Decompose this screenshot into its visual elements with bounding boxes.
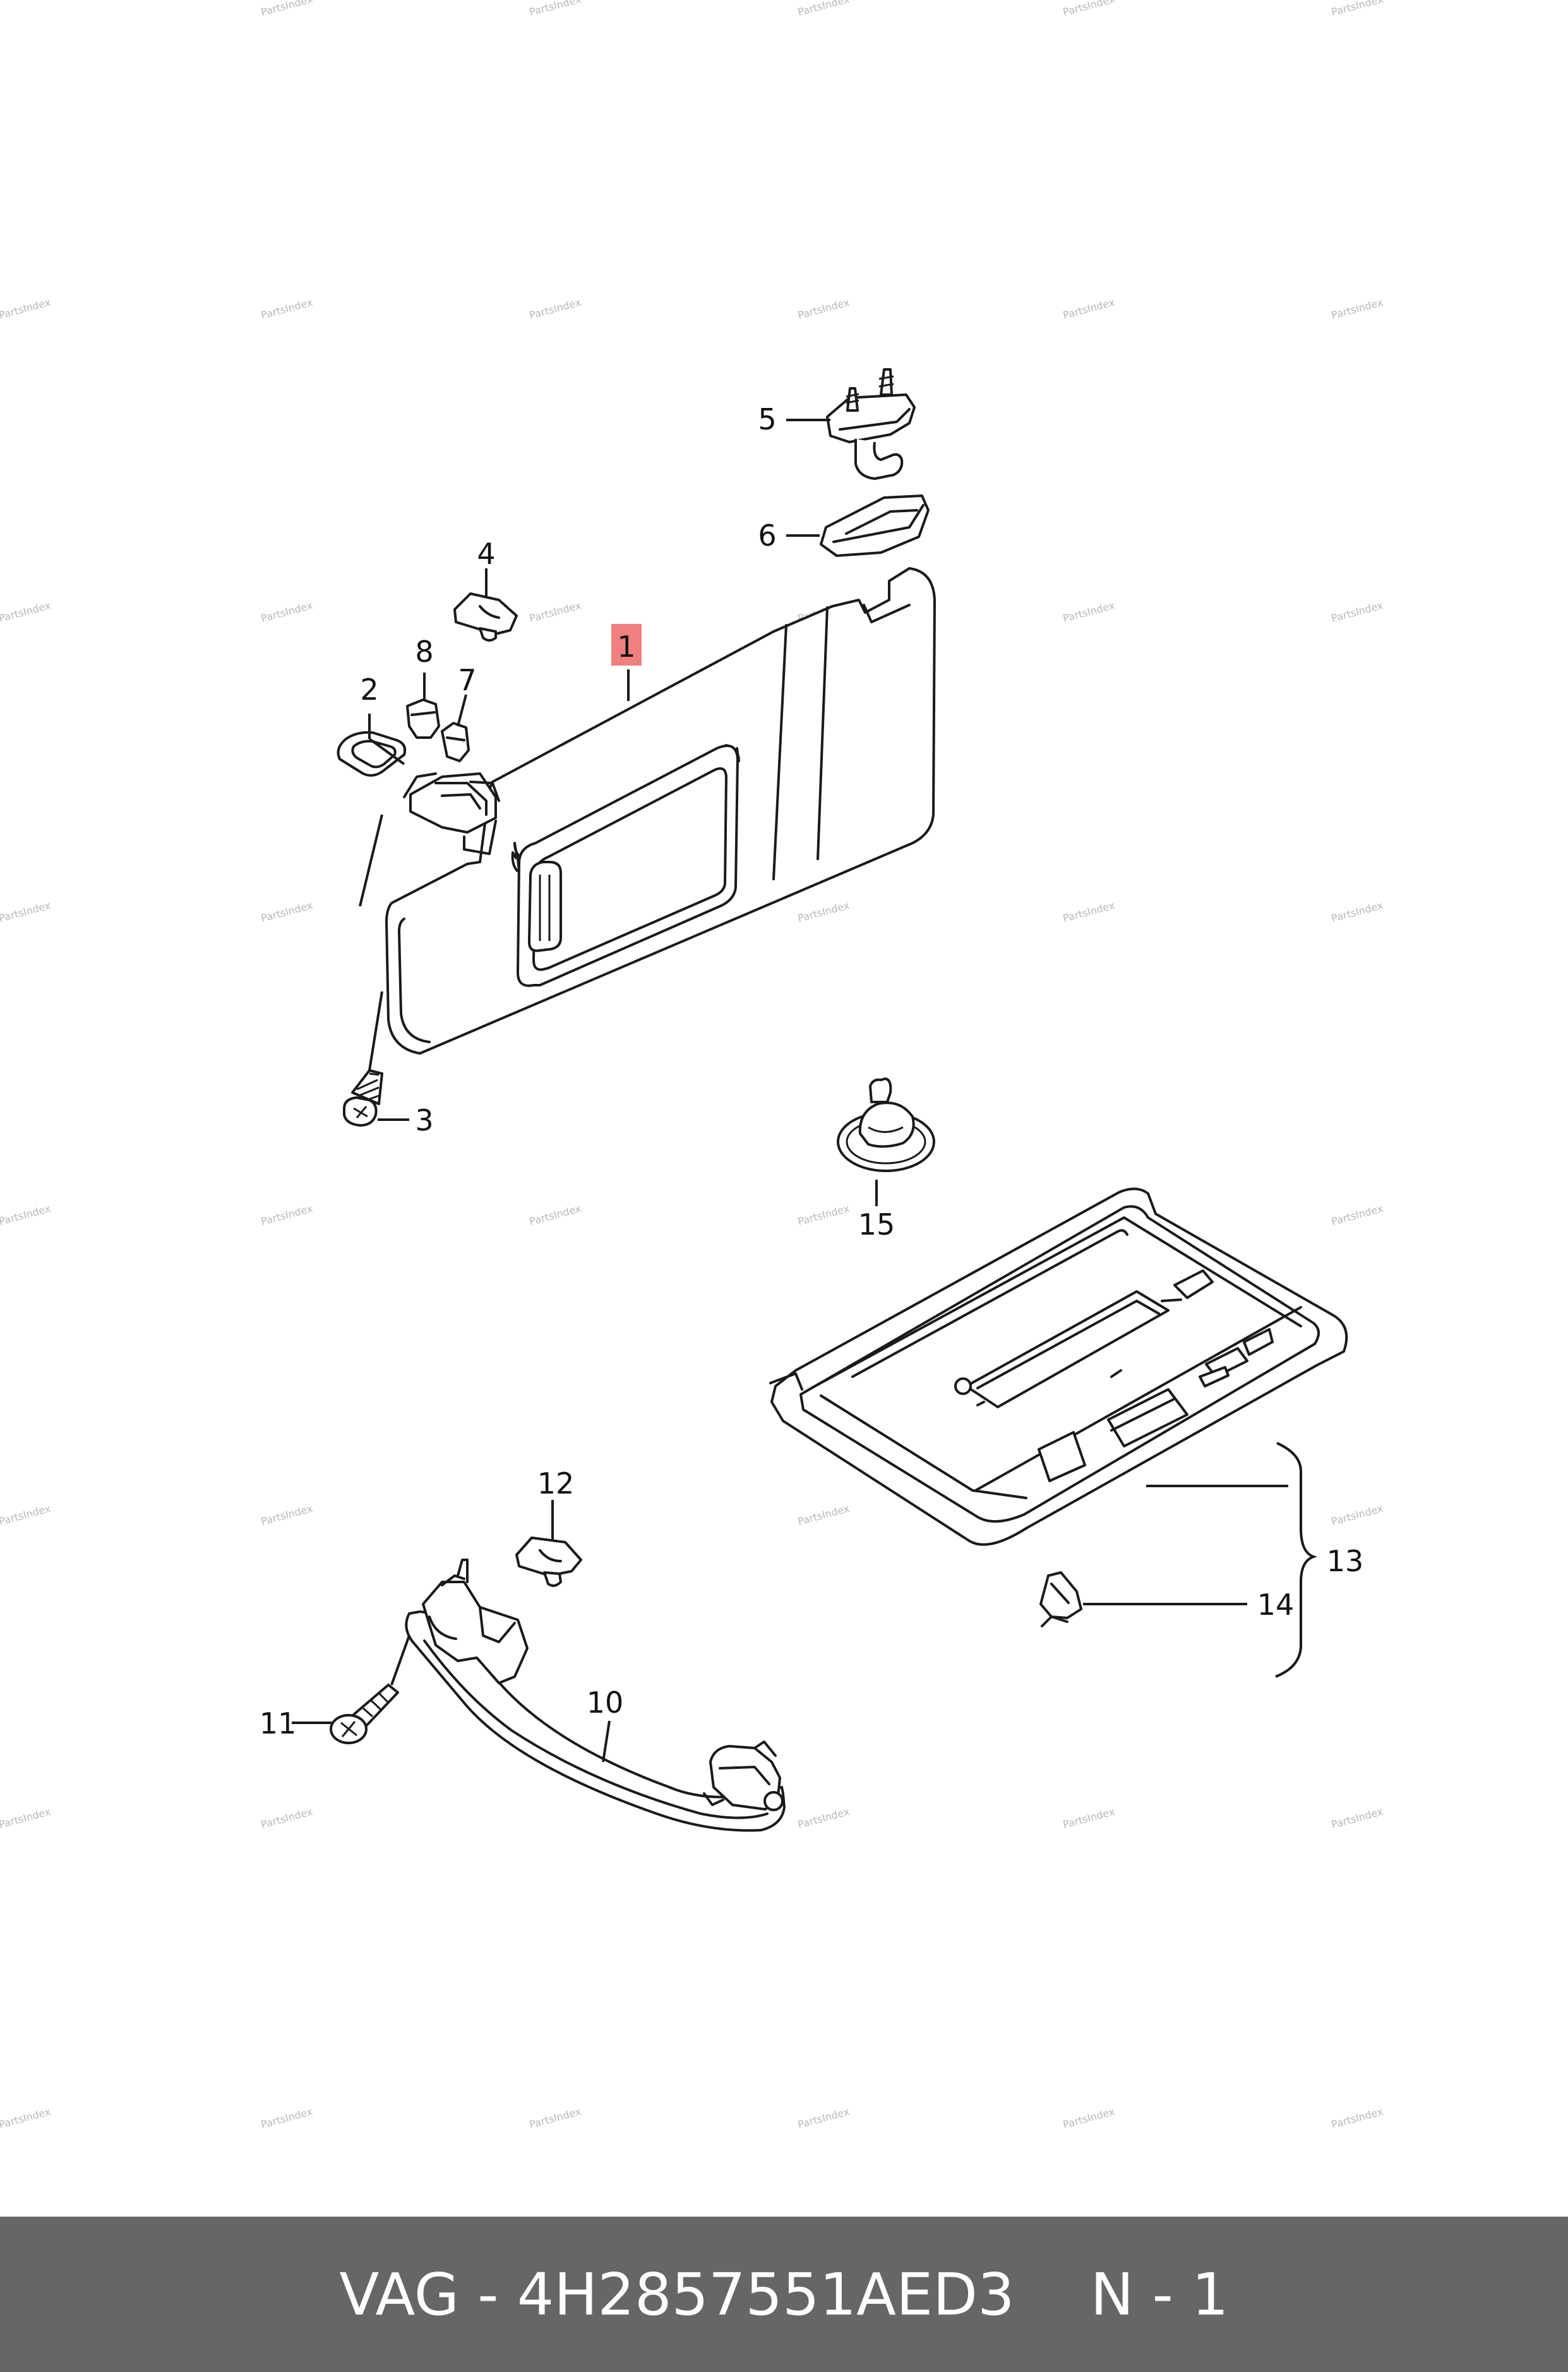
watermark: PartsIndex [0,1806,52,1831]
part-3-screw [343,1069,383,1127]
callout-14: 14 [1257,1588,1295,1622]
watermark: PartsIndex [796,1806,851,1831]
watermark: PartsIndex [528,1202,582,1228]
watermark: PartsIndex [0,899,52,925]
watermark: PartsIndex [1330,1806,1384,1831]
callout-12: 12 [537,1466,575,1500]
part-4-clip [453,592,518,642]
callout-8: 8 [415,635,433,669]
watermark: PartsIndex [1330,599,1384,625]
watermark: PartsIndex [1330,1502,1384,1528]
watermark: PartsIndex [260,1806,314,1831]
part-code: VAG - 4H2857551AED3 [339,2260,1015,2328]
callout-7: 7 [458,663,476,697]
callout-15: 15 [858,1207,895,1242]
callout-4: 4 [477,537,495,571]
watermark: PartsIndex [796,899,851,925]
watermark: PartsIndex [0,1202,52,1228]
part-12-nut [515,1536,582,1587]
callout-1: 1 [617,630,635,664]
sun-visor-drawing [385,567,936,1055]
watermark: PartsIndex [1062,2105,1116,2131]
watermark: PartsIndex [260,599,314,625]
watermark: PartsIndex [260,1502,314,1528]
watermark: PartsIndex [796,0,851,18]
watermark: PartsIndex [796,296,851,321]
watermark: PartsIndex [1062,1806,1116,1831]
callout-5: 5 [758,402,776,436]
callout-2: 2 [360,673,378,707]
watermark: PartsIndex [796,2105,851,2131]
callout-11: 11 [260,1706,297,1740]
watermark: PartsIndex [1330,296,1384,321]
part-7-part [441,722,470,762]
watermark: PartsIndex [0,599,52,625]
watermark: PartsIndex [528,0,582,18]
watermark: PartsIndex [260,899,314,925]
watermark: PartsIndex [1330,899,1384,925]
watermark: PartsIndex [796,1502,851,1528]
footer-bar: VAG - 4H2857551AED3 N - 1 [0,2217,1568,2372]
watermark: PartsIndex [1330,0,1384,18]
watermark: PartsIndex [1330,2105,1384,2131]
watermark: PartsIndex [0,296,52,321]
watermark: PartsIndex [1062,599,1116,625]
page-info: N - 1 [1090,2260,1229,2328]
callout-6: 6 [758,518,776,553]
part-15-mount [837,1077,935,1172]
watermark: PartsIndex [260,1202,314,1228]
part-8-part [406,698,440,739]
callout-13: 13 [1327,1544,1364,1578]
part-13-console [769,1187,1348,1546]
watermark: PartsIndex [0,2105,52,2131]
part-2-drawing [337,731,407,777]
part-11-screw [330,1684,399,1744]
leader-lines [292,419,1318,1763]
callout-10: 10 [587,1686,624,1720]
part-6-cover [820,494,930,557]
watermark: PartsIndex [1062,296,1116,321]
callout-1-highlight [611,624,642,666]
watermark: PartsIndex [528,296,582,321]
callout-3: 3 [415,1103,433,1137]
watermark: PartsIndex [1062,0,1116,18]
watermark: PartsIndex [528,2105,582,2131]
part-5-bracket [826,368,916,480]
part-14-clip [1039,1571,1082,1627]
watermark: PartsIndex [0,1502,52,1528]
watermark: PartsIndex [260,2105,314,2131]
watermark: PartsIndex [528,599,582,625]
watermark: PartsIndex [1330,1202,1384,1228]
watermark: PartsIndex [1062,899,1116,925]
callouts: 1 2 3 4 5 6 7 8 10 11 12 13 14 15 [260,402,1364,1740]
watermark: PartsIndex [796,1202,851,1228]
watermark: PartsIndex [260,0,314,18]
watermark: PartsIndex [260,296,314,321]
part-10-handle [405,1559,786,1832]
parts-diagram: PartsIndex PartsIndex PartsIndex PartsIn… [0,0,1384,2131]
